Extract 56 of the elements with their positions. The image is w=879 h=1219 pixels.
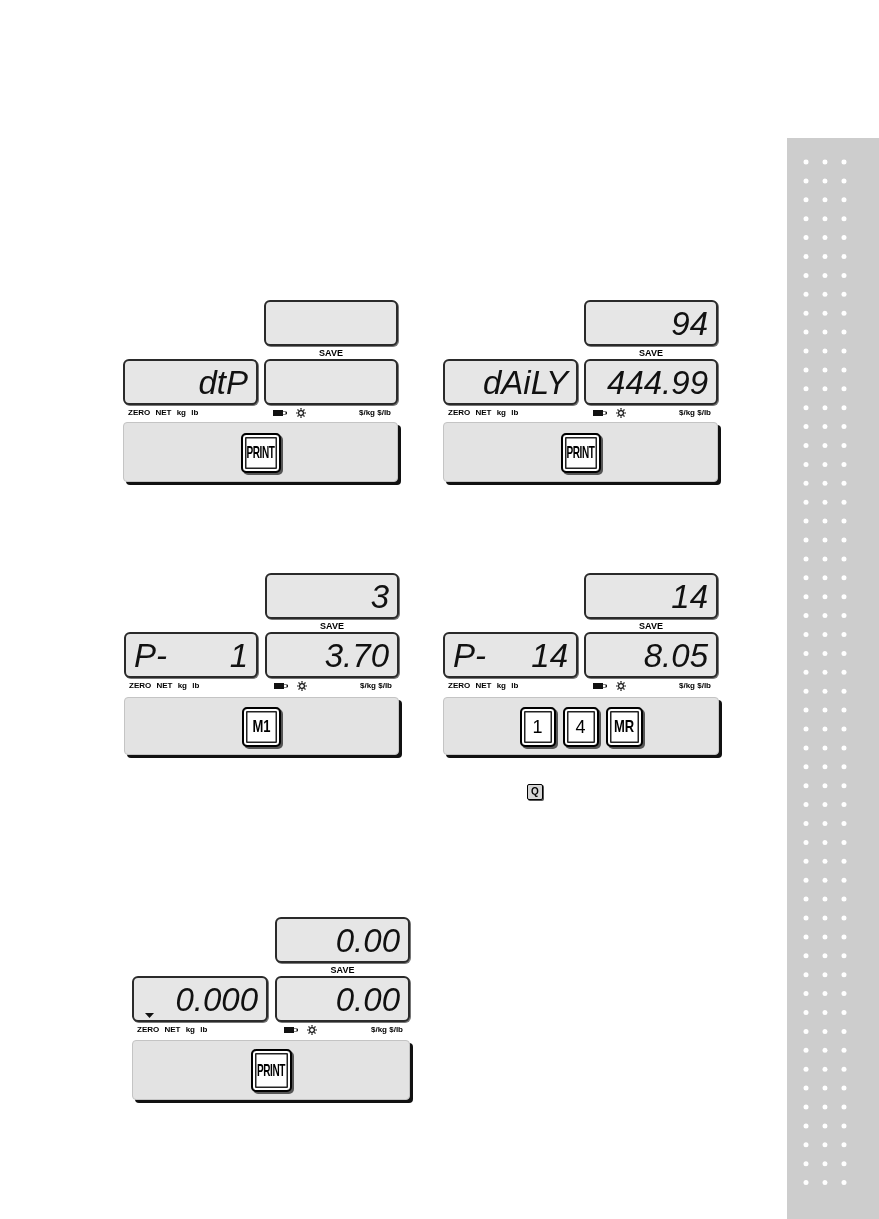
lcd-readout: 94: [671, 306, 708, 340]
lcd-display: [584, 359, 718, 405]
lcd-display: [265, 573, 399, 619]
indicator-label: $/kg $/lb: [360, 682, 392, 690]
lcd-readout: 14: [671, 579, 708, 613]
lcd-readout: 0.00: [335, 923, 400, 957]
key-button: 1: [519, 706, 556, 747]
key-button: PRINT: [560, 432, 601, 473]
key-button: PRINT: [240, 432, 281, 473]
key-panel: [443, 697, 719, 755]
indicator-label: $/kg $/lb: [679, 409, 711, 417]
indicator-label: $/kg $/lb: [371, 1026, 403, 1034]
indicator-label: ZERO NET kg lb: [128, 409, 199, 417]
indicator-label: ZERO NET kg lb: [137, 1026, 208, 1034]
lcd-display: [124, 632, 258, 678]
indicator-label: SAVE: [320, 622, 344, 631]
lcd-readout: dtP: [198, 365, 248, 399]
key-button: PRINT: [250, 1049, 292, 1092]
lcd-readout: dAiLY: [482, 365, 568, 399]
indicator-label: SAVE: [639, 622, 663, 631]
lcd-display: [265, 632, 399, 678]
lcd-readout: 444.99: [607, 365, 708, 399]
indicator-label: SAVE: [639, 349, 663, 358]
lcd-display: [275, 917, 410, 963]
key-button: M1: [242, 706, 281, 747]
lcd-readout: 8.05: [643, 638, 708, 672]
lcd-display: [264, 359, 398, 405]
lcd-readout: 3: [370, 579, 389, 613]
key-button: 4: [562, 706, 599, 747]
lcd-display: [584, 300, 718, 346]
indicator-label: ZERO NET kg lb: [448, 409, 519, 417]
lcd-display: [584, 573, 718, 619]
lcd-display: [584, 632, 718, 678]
key-button: Q: [527, 784, 543, 800]
lcd-readout: 0.000: [175, 982, 258, 1016]
indicator-label: SAVE: [330, 966, 355, 975]
indicator-label: ZERO NET kg lb: [129, 682, 200, 690]
lcd-display: [123, 359, 258, 405]
key-panel: [123, 422, 398, 482]
lcd-readout: 0.00: [335, 982, 400, 1016]
key-panel: [124, 697, 399, 755]
indicator-label: $/kg $/lb: [359, 409, 391, 417]
lcd-display: [443, 632, 578, 678]
key-panel: [132, 1040, 410, 1100]
lcd-display: [275, 976, 410, 1022]
key-panel: [443, 422, 718, 482]
lcd-display: [443, 359, 578, 405]
indicator-label: $/kg $/lb: [679, 682, 711, 690]
lcd-display: [264, 300, 398, 346]
indicator-label: SAVE: [319, 349, 343, 358]
lcd-readout: 3.70: [324, 638, 389, 672]
lcd-readout: P- 14: [453, 638, 568, 672]
indicator-label: ZERO NET kg lb: [448, 682, 519, 690]
lcd-display: [132, 976, 268, 1022]
key-button: MR: [605, 706, 643, 747]
lcd-readout: P- 1: [134, 638, 248, 672]
